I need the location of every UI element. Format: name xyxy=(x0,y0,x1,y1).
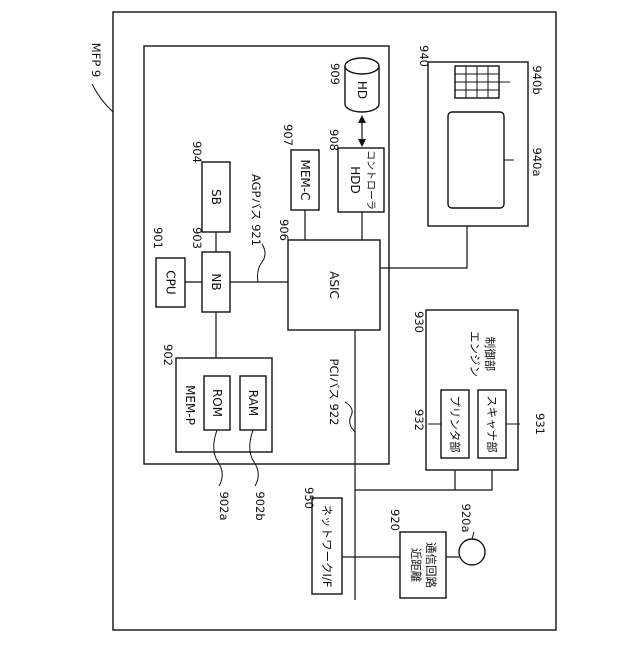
agp-bus-label: AGPバス 921 xyxy=(249,174,263,246)
asic-panel-link xyxy=(380,226,467,268)
panel-display xyxy=(448,112,504,208)
hd-arrowhead xyxy=(358,115,366,123)
rom-ref: 902a xyxy=(217,492,231,521)
hd-label: HD xyxy=(355,81,369,99)
hd-cylinder-top xyxy=(345,58,379,74)
hddc-arrowhead xyxy=(358,139,366,147)
engine-label-1: エンジン xyxy=(468,331,482,377)
engine-label-2: 制御部 xyxy=(483,337,497,372)
mem-p-label: MEM-P xyxy=(183,385,197,425)
mem-p-ref: 902 xyxy=(161,344,175,366)
mem-c-label: MEM-C xyxy=(298,160,312,201)
scanner-label: スキャナ部 xyxy=(485,395,499,453)
antenna-circle xyxy=(459,539,485,565)
cpu-ref: 901 xyxy=(151,227,165,249)
rom-label: ROM xyxy=(210,389,224,417)
printer-ref: 932 xyxy=(412,409,426,431)
agp-leader xyxy=(258,244,266,282)
asic-ref: 906 xyxy=(277,219,291,241)
display-ref: 940a xyxy=(530,148,544,177)
keypad-grid xyxy=(455,66,499,98)
ram-ref: 902b xyxy=(253,491,267,520)
antenna-ref: 920a xyxy=(459,504,473,533)
antenna-leader xyxy=(472,532,474,539)
hdd-controller-label-1: HDD xyxy=(348,166,362,194)
nfc-label-1: 近距離 xyxy=(409,548,423,583)
hdd-controller-label-2: コントローラ xyxy=(365,150,377,210)
asic-label: ASIC xyxy=(327,271,341,299)
mfp-ref: MFP 9 xyxy=(89,43,103,77)
hdd-controller-ref: 908 xyxy=(327,129,341,151)
mfp-leader xyxy=(92,84,113,112)
nfc-label-2: 通信回路 xyxy=(424,542,438,588)
scanner-ref: 931 xyxy=(533,413,547,435)
mem-c-ref: 907 xyxy=(281,124,295,146)
engine-ref: 930 xyxy=(412,311,426,333)
nfc-ref: 920 xyxy=(388,509,402,531)
cpu-label: CPU xyxy=(164,270,178,294)
hd-ref: 909 xyxy=(328,63,342,85)
network-if-ref: 950 xyxy=(302,487,316,509)
keypad-ref: 940b xyxy=(530,65,544,94)
printer-label: プリンタ部 xyxy=(448,395,462,453)
network-if-label: ネットワークI/F xyxy=(320,505,334,588)
pci-leader xyxy=(345,402,355,432)
panel-ref: 940 xyxy=(417,45,431,67)
pci-bus-label: PCIバス 922 xyxy=(327,359,341,426)
ram-label: RAM xyxy=(246,390,260,416)
nb-label: NB xyxy=(209,273,223,290)
sb-ref: 904 xyxy=(190,141,204,163)
sb-label: SB xyxy=(209,189,223,205)
